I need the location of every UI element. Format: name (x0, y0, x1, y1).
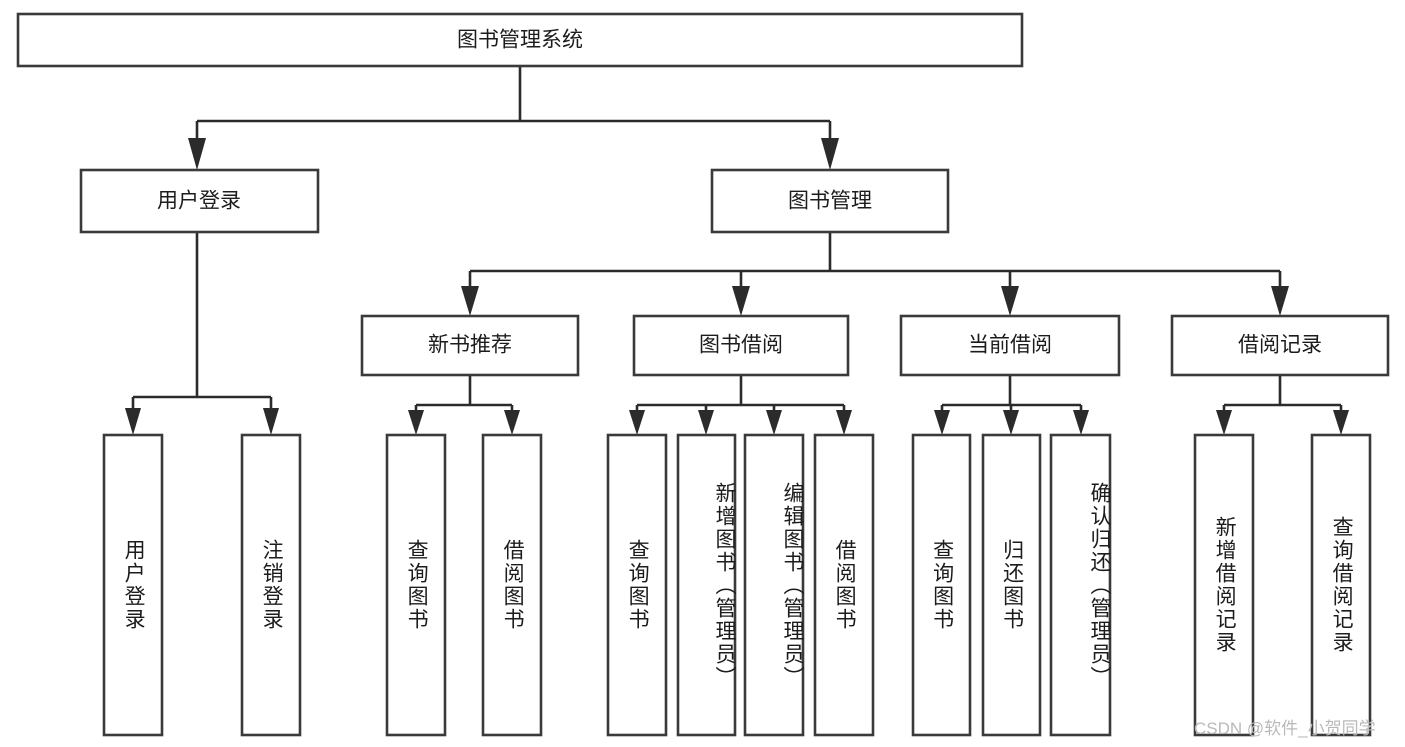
connector-group-borrow-record-to-leaves (1216, 375, 1349, 435)
node-box-leaf-user-logout[interactable] (240, 433, 302, 737)
node-box-leaf-query-record[interactable] (1310, 433, 1372, 737)
arrow-head-current-borrow (1001, 286, 1019, 316)
node-box-leaf-return-book[interactable] (981, 433, 1042, 737)
arrow-head-borrow-record (1271, 286, 1289, 316)
node-box-leaf-query-book-3[interactable] (911, 433, 972, 737)
csdn-watermark: CSDN @软件_小贺同学 (1194, 719, 1376, 738)
arrow-head-leaf-add-record (1216, 410, 1232, 435)
node-box-leaf-query-book-2[interactable] (606, 433, 668, 737)
node-label-current-borrow: 当前借阅 (968, 334, 1052, 357)
arrow-head-book-manage (821, 138, 839, 170)
arrow-head-leaf-add-book (698, 410, 714, 435)
connector-group-book-manage-to-level3 (461, 232, 1289, 316)
arrow-head-book-borrow (732, 286, 750, 316)
connector-group-book-borrow-to-leaves (629, 375, 852, 435)
connector-group-current-borrow-to-leaves (934, 375, 1089, 435)
arrow-head-leaf-query-book-3 (934, 410, 950, 435)
arrow-head-leaf-query-book-2 (629, 410, 645, 435)
node-label-user-login: 用户登录 (157, 190, 241, 213)
node-box-leaf-user-login[interactable] (102, 433, 164, 737)
node-box-leaf-borrow-book-2[interactable] (813, 433, 875, 737)
node-box-borrow-record[interactable] (1170, 314, 1390, 377)
arrow-head-leaf-user-logout (263, 408, 279, 435)
node-box-leaf-confirm-return[interactable] (1049, 433, 1112, 737)
node-box-leaf-query-book-1[interactable] (385, 433, 447, 737)
node-box-leaf-borrow-book-1[interactable] (481, 433, 543, 737)
node-box-new-book-recommend[interactable] (360, 314, 580, 377)
arrow-head-leaf-query-book-1 (408, 410, 424, 435)
node-box-book-borrow[interactable] (632, 314, 850, 377)
arrow-head-leaf-return-book (1003, 410, 1019, 435)
connector-group-new-book-to-leaves (408, 375, 520, 435)
arrow-head-leaf-user-login (125, 408, 141, 435)
arrow-head-new-book (461, 286, 479, 316)
node-label-book-manage: 图书管理 (788, 190, 872, 213)
node-box-user-login[interactable] (79, 168, 320, 234)
arrow-head-leaf-borrow-book-2 (836, 410, 852, 435)
node-box-current-borrow[interactable] (899, 314, 1121, 377)
node-box-book-manage[interactable] (710, 168, 950, 234)
node-box-leaf-add-book[interactable] (676, 433, 737, 737)
node-label-borrow-record: 借阅记录 (1238, 334, 1322, 357)
arrow-head-leaf-edit-book (766, 410, 782, 435)
arrow-head-leaf-query-record (1333, 410, 1349, 435)
node-box-leaf-add-record[interactable] (1193, 433, 1255, 737)
node-box-leaf-edit-book[interactable] (743, 433, 805, 737)
node-label-book-borrow: 图书借阅 (699, 334, 783, 357)
node-label-new-book-recommend: 新书推荐 (428, 334, 512, 357)
node-box-root[interactable] (16, 12, 1024, 68)
connector-group-root-to-level2 (188, 66, 839, 170)
arrow-head-leaf-confirm-return (1073, 410, 1089, 435)
arrow-head-user-login (188, 138, 206, 170)
arrow-head-leaf-borrow-book-1 (504, 410, 520, 435)
connector-group-user-login-to-leaves (125, 232, 279, 435)
node-label-root: 图书管理系统 (457, 29, 583, 52)
